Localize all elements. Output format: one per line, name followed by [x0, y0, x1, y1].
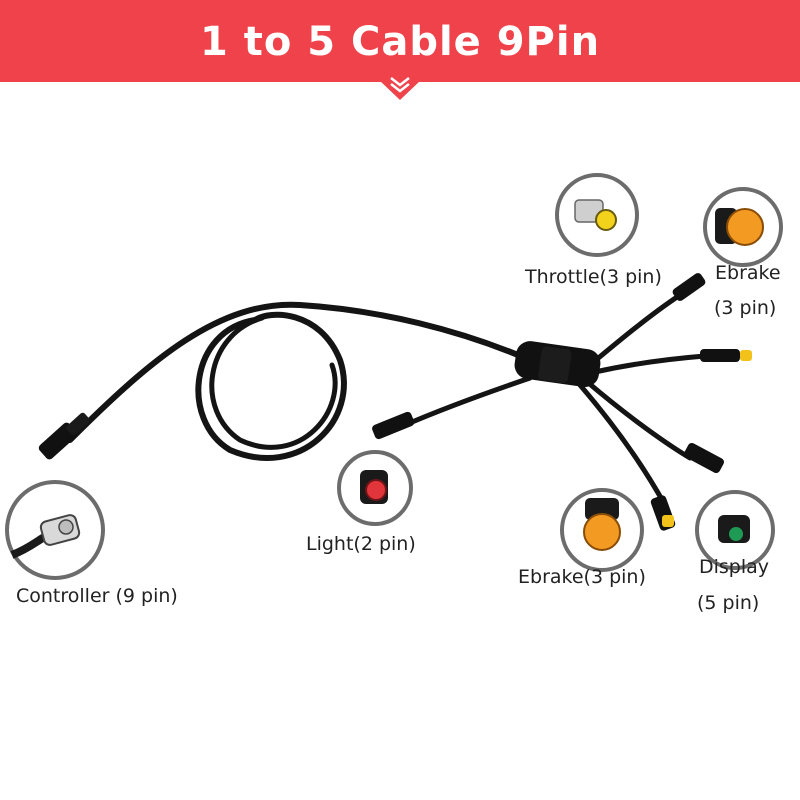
- light-callout: [337, 450, 413, 526]
- controller-label: Controller (9 pin): [16, 585, 178, 607]
- throttle-plug: [672, 273, 706, 301]
- header-banner: [0, 0, 800, 82]
- controller-plug: [38, 412, 90, 460]
- splitter-hub: [514, 341, 601, 387]
- throttle-label: Throttle(3 pin): [525, 266, 662, 288]
- ebrake-top-label: Ebrake: [715, 262, 781, 284]
- throttle-callout: [555, 173, 639, 257]
- display-plug-small: [700, 349, 752, 362]
- ebrake-plug: [650, 495, 676, 531]
- display-callout: [695, 490, 775, 570]
- double-chevron-down-icon: [379, 72, 421, 100]
- light-label: Light(2 pin): [306, 533, 416, 555]
- ebrake-bottom-callout: [560, 488, 644, 572]
- display-plug: [683, 442, 725, 474]
- cable-harness: [67, 292, 708, 508]
- controller-callout: [5, 480, 105, 580]
- display-pin-label: (5 pin): [697, 592, 760, 614]
- light-plug: [372, 411, 415, 440]
- display-label: Display: [699, 556, 770, 578]
- ebrake-top-callout: [703, 187, 783, 267]
- ebrake-bottom-label: Ebrake(3 pin): [518, 566, 646, 588]
- ebrake-top-pin-label: (3 pin): [714, 297, 777, 319]
- page-title: 1 to 5 Cable 9Pin: [199, 19, 601, 65]
